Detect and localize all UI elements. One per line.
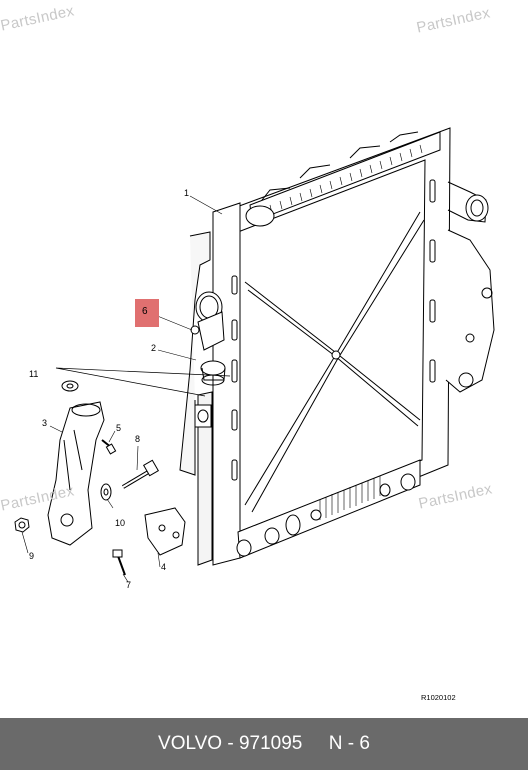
callout-3[interactable]: 3 [42, 418, 48, 428]
callout-1[interactable]: 1 [184, 188, 190, 198]
part-3-bracket [47, 401, 105, 546]
footer-position: N - 6 [328, 733, 370, 754]
part-10-washer [100, 483, 112, 501]
footer-part-number: 971095 [238, 733, 303, 754]
parts-diagram: PartsIndex PartsIndex PartsIndex PartsIn… [0, 2, 495, 702]
footer-separator: - [227, 733, 234, 754]
callout-2[interactable]: 2 [151, 343, 157, 353]
part-4-bracket [144, 507, 186, 556]
footer-brand: VOLVO [158, 733, 223, 754]
footer-bar: VOLVO - 971095 N - 6 [0, 718, 528, 770]
part-2-mount [200, 360, 226, 376]
callout-4[interactable]: 4 [161, 562, 167, 572]
callout-5[interactable]: 5 [116, 423, 122, 433]
callout-6-label: 6 [142, 306, 148, 317]
part-11-washer [61, 380, 79, 392]
radiator-assembly-drawing [14, 127, 495, 583]
callout-9[interactable]: 9 [29, 551, 35, 561]
part-7-bolt [117, 555, 126, 576]
side-post [212, 202, 241, 566]
callout-8[interactable]: 8 [135, 434, 141, 444]
callout-7[interactable]: 7 [126, 580, 132, 590]
callout-10[interactable]: 10 [115, 518, 126, 528]
reference-code: R1020102 [421, 693, 456, 702]
highlighted-callout-6[interactable]: 6 [135, 299, 159, 327]
part-9-nut [14, 517, 30, 533]
callout-11[interactable]: 11 [29, 369, 39, 379]
